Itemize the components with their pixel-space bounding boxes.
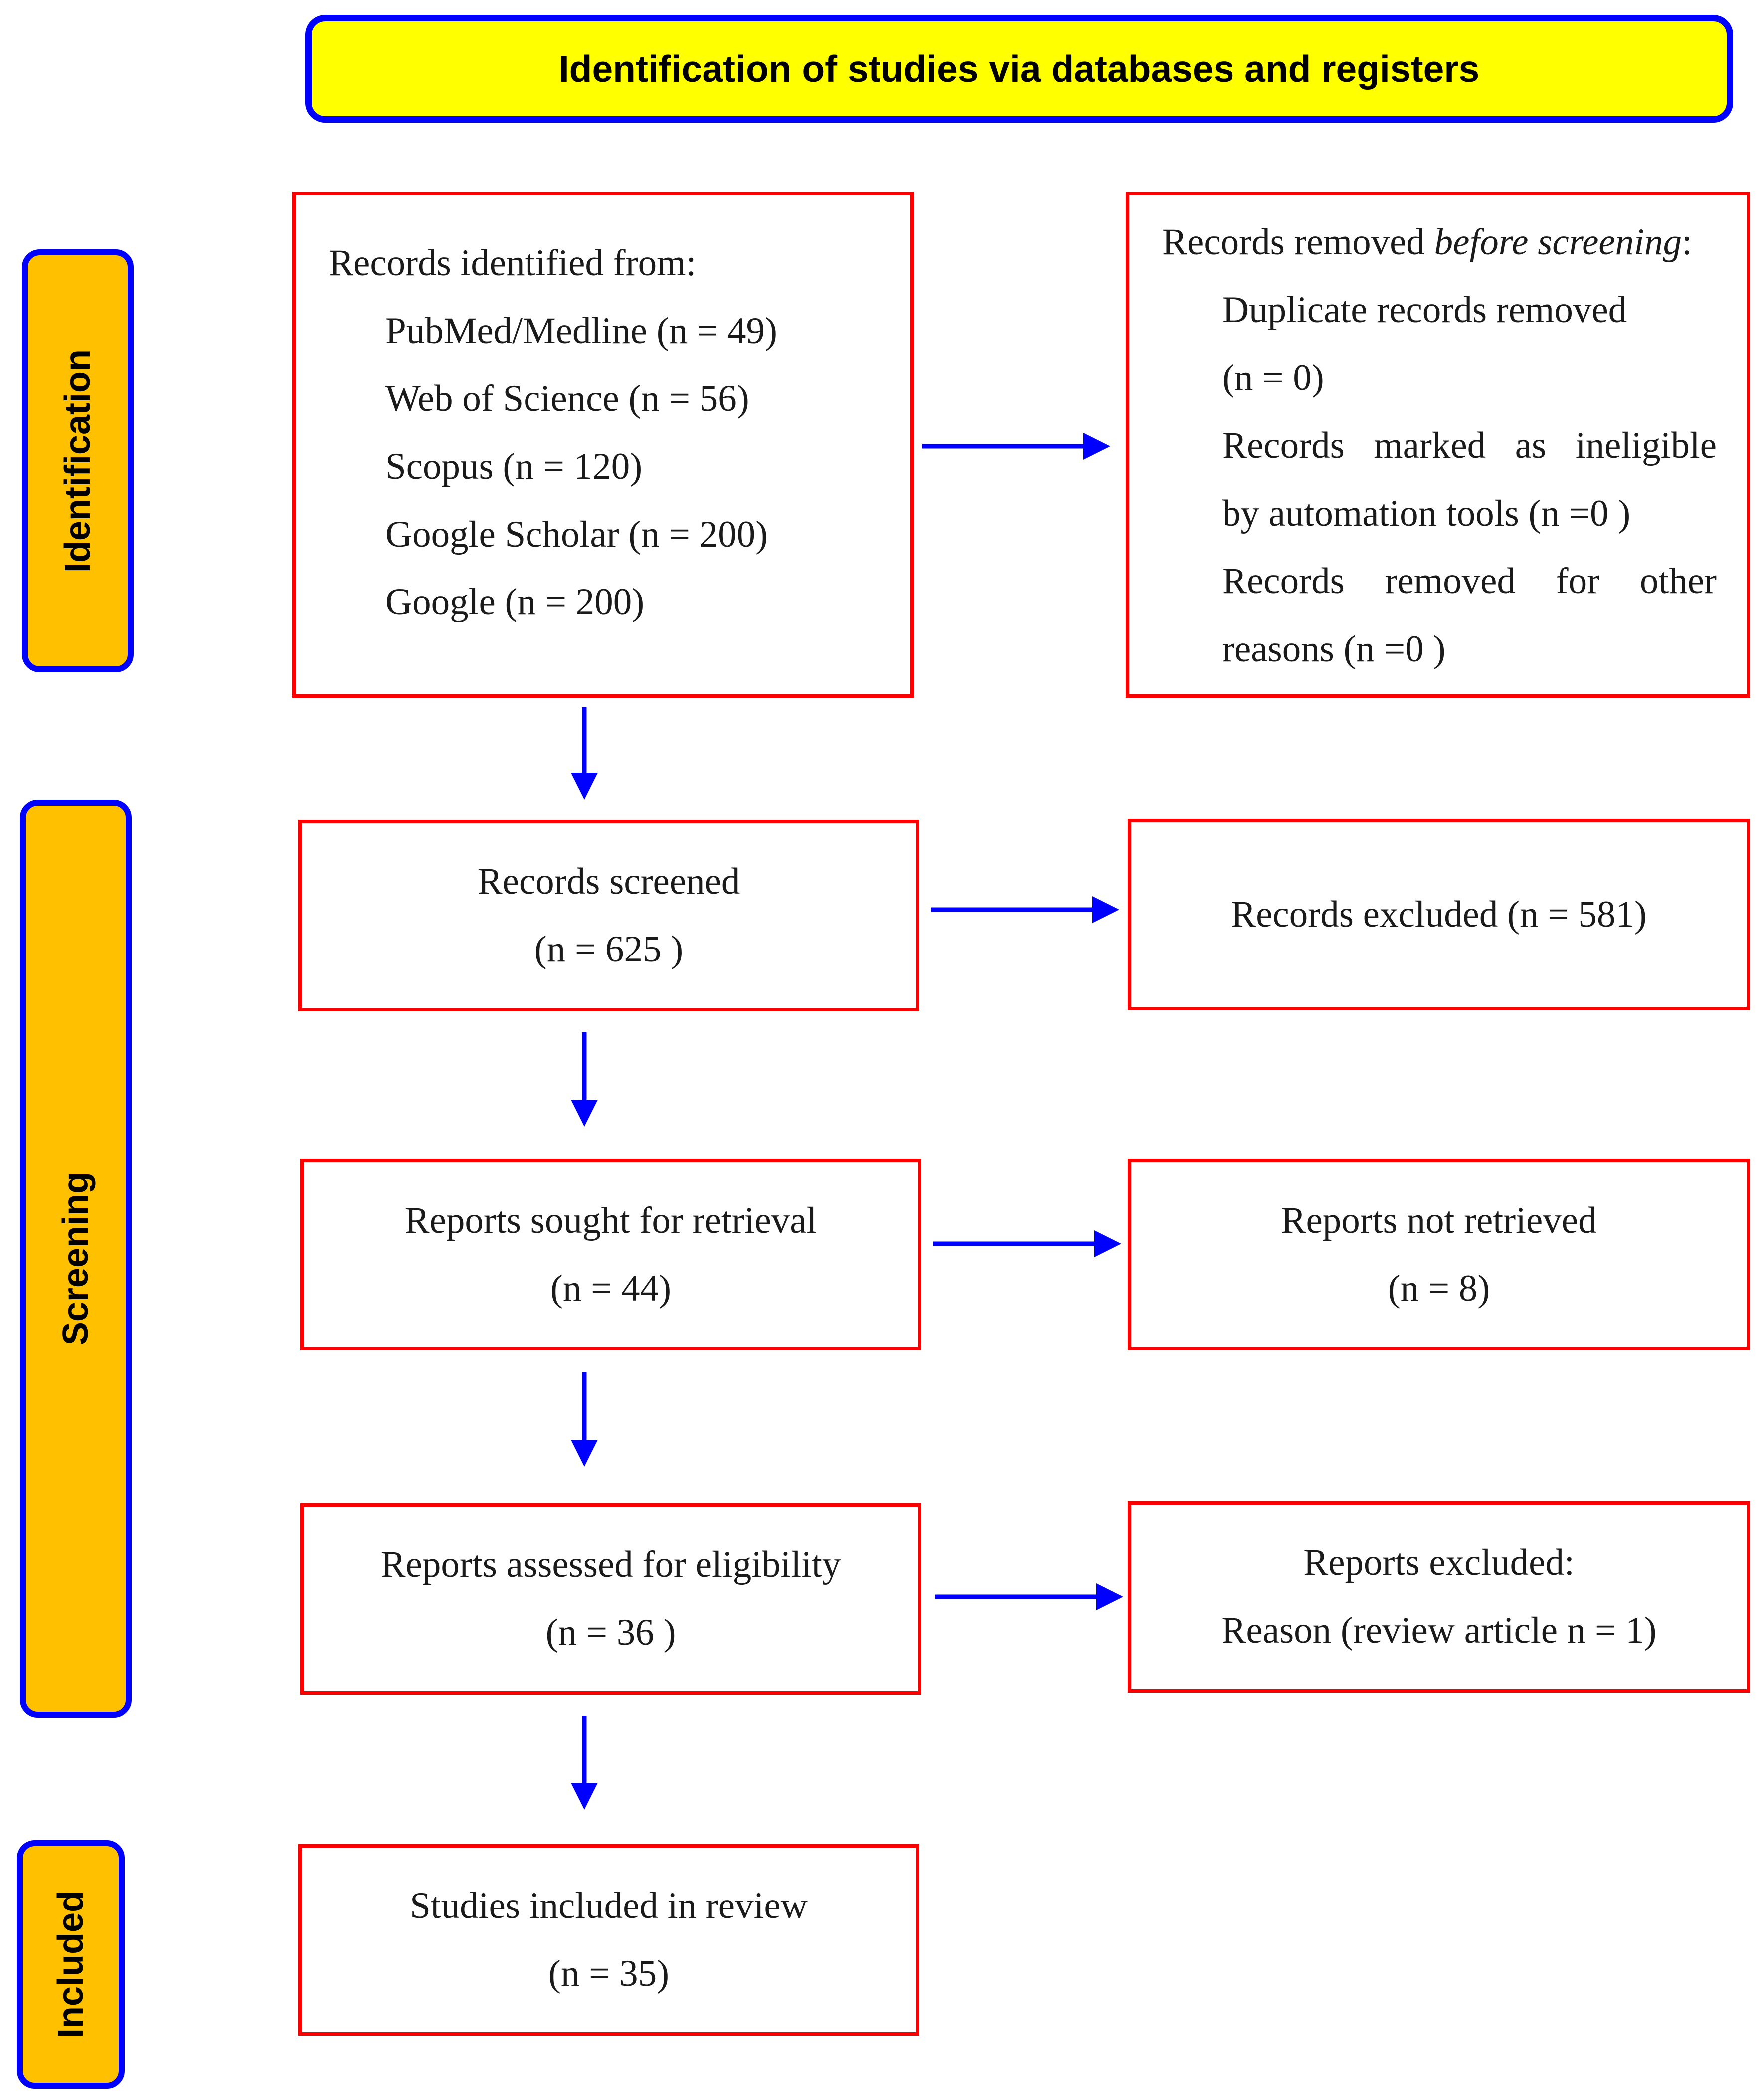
reports-excluded-label: Reports excluded: xyxy=(1303,1542,1575,1583)
header-title: Identification of studies via databases … xyxy=(558,48,1480,90)
ineligible-word: marked xyxy=(1374,425,1486,466)
ineligible-word: Records xyxy=(1222,425,1345,466)
records-identified-box: Records identified from: PubMed/Medline … xyxy=(292,192,914,698)
ineligible-records-line: Records marked as ineligible xyxy=(1162,412,1717,480)
removed-heading-italic: before screening xyxy=(1434,221,1682,263)
phase-screening-label: Screening xyxy=(20,800,132,1718)
phase-identification-label: Identification xyxy=(22,249,134,672)
phase-included-label: Included xyxy=(17,1840,125,2089)
records-screened-count: (n = 625 ) xyxy=(534,929,684,970)
other-reasons-line: Records removed for other xyxy=(1162,548,1717,615)
duplicate-records-count: (n = 0) xyxy=(1222,357,1324,398)
source-google-scholar: Google Scholar (n = 200) xyxy=(385,514,768,555)
reports-assessed-label: Reports assessed for eligibility xyxy=(380,1544,841,1585)
records-identified-heading: Records identified from: xyxy=(329,242,697,284)
identification-header: Identification of studies via databases … xyxy=(305,15,1733,123)
reports-not-retrieved-label: Reports not retrieved xyxy=(1281,1200,1597,1241)
source-pubmed: PubMed/Medline (n = 49) xyxy=(385,310,777,352)
studies-included-label: Studies included in review xyxy=(410,1885,808,1926)
reports-excluded-reason: Reason (review article n = 1) xyxy=(1221,1610,1657,1651)
source-google: Google (n = 200) xyxy=(385,581,645,623)
ineligible-records-count: by automation tools (n =0 ) xyxy=(1222,493,1631,534)
records-removed-heading: Records removed before screening: xyxy=(1162,208,1717,276)
reports-excluded-box: Reports excluded: Reason (review article… xyxy=(1128,1501,1750,1693)
studies-included-count: (n = 35) xyxy=(548,1953,670,1994)
reports-sought-count: (n = 44) xyxy=(550,1268,672,1309)
reports-assessed-box: Reports assessed for eligibility (n = 36… xyxy=(300,1503,921,1695)
reports-sought-label: Reports sought for retrieval xyxy=(404,1200,817,1241)
source-web-of-science: Web of Science (n = 56) xyxy=(385,378,749,419)
reports-not-retrieved-count: (n = 8) xyxy=(1388,1268,1490,1309)
ineligible-word: as xyxy=(1515,425,1547,466)
studies-included-box: Studies included in review (n = 35) xyxy=(298,1844,919,2036)
reports-assessed-count: (n = 36 ) xyxy=(545,1612,676,1653)
other-word: other xyxy=(1639,561,1717,602)
records-screened-label: Records screened xyxy=(477,861,740,902)
other-word: Records xyxy=(1222,561,1345,602)
records-excluded-box: Records excluded (n = 581) xyxy=(1128,819,1750,1010)
other-word: for xyxy=(1556,561,1600,602)
source-scopus: Scopus (n = 120) xyxy=(385,446,643,487)
removed-heading-suffix: : xyxy=(1682,221,1692,263)
records-excluded-label: Records excluded (n = 581) xyxy=(1231,894,1647,935)
records-screened-box: Records screened (n = 625 ) xyxy=(298,820,919,1011)
reports-not-retrieved-box: Reports not retrieved (n = 8) xyxy=(1128,1159,1750,1350)
removed-heading-prefix: Records removed xyxy=(1162,221,1434,263)
records-removed-box: Records removed before screening: Duplic… xyxy=(1126,192,1750,698)
other-reasons-count: reasons (n =0 ) xyxy=(1222,628,1446,670)
ineligible-word: ineligible xyxy=(1575,425,1717,466)
reports-sought-box: Reports sought for retrieval (n = 44) xyxy=(300,1159,921,1350)
other-word: removed xyxy=(1385,561,1516,602)
duplicate-records-label: Duplicate records removed xyxy=(1222,289,1627,331)
